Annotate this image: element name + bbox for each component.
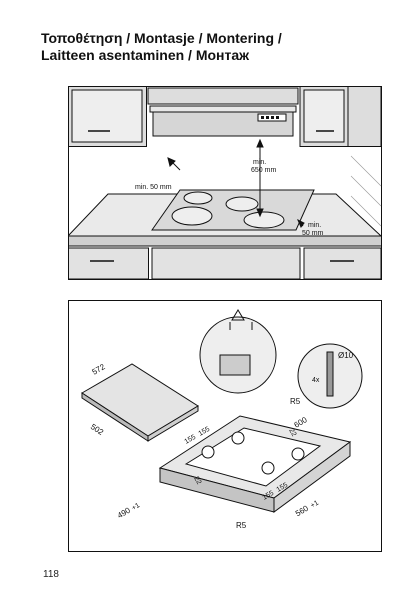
title-line-2: Laitteen asentaminen / Монтаж: [41, 47, 250, 63]
lower-cabinets: [68, 247, 382, 280]
min-650-value: 650 mm: [251, 167, 276, 174]
hob: [151, 189, 315, 231]
dim-155-b: 155: [198, 426, 212, 438]
bracket-detail: [199, 309, 277, 394]
min-650-label: min.: [253, 159, 266, 166]
clearance-diagram: min. 650 mm min. 50 mm min. 50 mm: [68, 86, 382, 280]
screw-detail: [297, 343, 363, 409]
cutout-diagram: 572 502 4x Ø10 R5 600 155 155 22 22 155 …: [68, 300, 382, 552]
svg-text:+1: +1: [310, 500, 321, 510]
dim-155-a: 155: [184, 434, 198, 446]
dim-22-b: 22: [192, 476, 202, 486]
page-number: 118: [43, 569, 59, 580]
upper-cabinet-right: [299, 86, 382, 147]
title-line-1: Τοποθέτηση / Montasje / Montering /: [41, 30, 282, 46]
page-title: Τοποθέτηση / Montasje / Montering / Lait…: [41, 30, 401, 64]
worktop: [158, 415, 352, 513]
min-50-right-value: 50 mm: [302, 230, 324, 237]
dim-155-c: 155: [262, 490, 276, 502]
min-50-right-label: min.: [308, 222, 321, 229]
svg-text:+1: +1: [131, 502, 142, 512]
upper-cabinet-left: [68, 86, 147, 147]
dim-155-d: 155: [276, 482, 290, 494]
min-50-left-label: min. 50 mm: [135, 184, 172, 191]
dim-22-a: 22: [287, 428, 297, 438]
hob-panel: [81, 363, 199, 442]
r5-top-label: R5: [290, 397, 301, 406]
diameter-label: Ø10: [338, 351, 354, 360]
cooker-hood: [147, 87, 299, 137]
screw-count: 4x: [312, 377, 320, 384]
r5-bottom-label: R5: [236, 521, 247, 530]
